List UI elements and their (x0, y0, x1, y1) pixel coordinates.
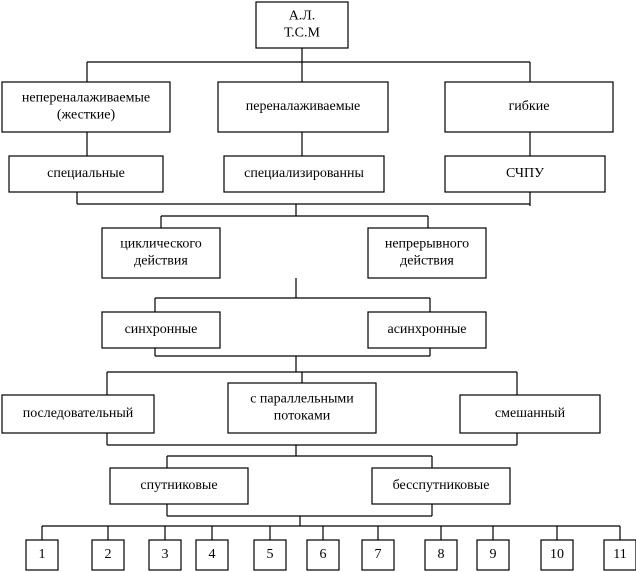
node-box (424, 539, 458, 571)
node-level7-10: 11 (603, 539, 636, 571)
node-level7-2: 3 (148, 539, 182, 571)
node-label: непрерывного (385, 237, 469, 252)
node-label: 7 (375, 547, 382, 562)
node-level3-1: непрерывного действия (367, 227, 487, 279)
connector-lines (41, 48, 621, 540)
node-label: гибкие (509, 99, 550, 114)
node-box (1, 81, 171, 133)
node-label: синхронные (125, 322, 198, 337)
node-box (91, 539, 125, 571)
node-box (148, 539, 182, 571)
node-root-0: А.Л. Т.С.М (255, 1, 349, 49)
node-box (476, 539, 510, 571)
node-label: переналаживаемые (246, 99, 360, 114)
node-level7-9: 10 (540, 539, 574, 571)
node-level7-7: 8 (424, 539, 458, 571)
node-level7-0: 1 (25, 539, 59, 571)
node-label: (жесткие) (57, 108, 116, 123)
node-level5-2: смешанный (459, 394, 601, 434)
node-level1-2: гибкие (444, 81, 614, 133)
node-level5-0: последовательный (1, 394, 155, 434)
node-level5-1: с параллельными потоками (227, 382, 377, 434)
node-level7-8: 9 (476, 539, 510, 571)
node-label: 11 (613, 547, 626, 562)
node-label: СЧПУ (506, 166, 544, 181)
node-box (101, 227, 221, 279)
node-box (361, 539, 395, 571)
node-box (540, 539, 574, 571)
node-level7-4: 5 (253, 539, 287, 571)
node-box (459, 394, 601, 434)
node-label: 10 (550, 547, 564, 562)
node-box (109, 467, 249, 505)
node-level1-1: переналаживаемые (217, 81, 389, 133)
node-level7-1: 2 (91, 539, 125, 571)
node-label: 3 (162, 547, 169, 562)
node-box (195, 539, 229, 571)
node-box (371, 467, 511, 505)
node-level3-0: циклического действия (101, 227, 221, 279)
node-label: последовательный (23, 406, 134, 421)
node-label: специализированны (244, 166, 364, 181)
node-label: 1 (39, 547, 46, 562)
node-box (603, 539, 636, 571)
node-label: с параллельными (250, 392, 354, 407)
node-label: 9 (490, 547, 497, 562)
node-box (367, 227, 487, 279)
node-box (367, 311, 487, 349)
node-label: А.Л. (289, 9, 316, 24)
node-level2-0: специальные (8, 155, 164, 193)
node-label: бесспутниковые (393, 478, 490, 493)
node-level1-0: непереналаживаемые (жесткие) (1, 81, 171, 133)
node-box (1, 394, 155, 434)
node-label: смешанный (495, 406, 566, 421)
node-box (227, 382, 377, 434)
node-level7-6: 7 (361, 539, 395, 571)
node-label: Т.С.М (284, 26, 320, 41)
node-level6-1: бесспутниковые (371, 467, 511, 505)
node-level2-2: СЧПУ (444, 155, 606, 193)
node-box (255, 1, 349, 49)
node-label: специальные (47, 166, 125, 181)
node-box (101, 311, 221, 349)
node-label: 5 (267, 547, 274, 562)
node-label: действия (400, 254, 454, 269)
node-box (444, 155, 606, 193)
node-label: 2 (105, 547, 112, 562)
node-label: действия (134, 254, 188, 269)
node-label: потоками (274, 409, 331, 424)
node-box (25, 539, 59, 571)
node-box (217, 81, 389, 133)
node-box (223, 155, 385, 193)
node-level7-3: 4 (195, 539, 229, 571)
node-label: асинхронные (387, 322, 466, 337)
node-label: спутниковые (140, 478, 217, 493)
node-label: 8 (438, 547, 445, 562)
node-label: 4 (209, 547, 216, 562)
node-box (253, 539, 287, 571)
node-level6-0: спутниковые (109, 467, 249, 505)
node-label: циклического (120, 237, 202, 252)
node-label: 6 (320, 547, 327, 562)
node-box (306, 539, 340, 571)
node-level7-5: 6 (306, 539, 340, 571)
node-box (8, 155, 164, 193)
node-label: непереналаживаемые (22, 91, 150, 106)
node-level2-1: специализированны (223, 155, 385, 193)
node-level4-1: асинхронные (367, 311, 487, 349)
node-level4-0: синхронные (101, 311, 221, 349)
node-box (444, 81, 614, 133)
